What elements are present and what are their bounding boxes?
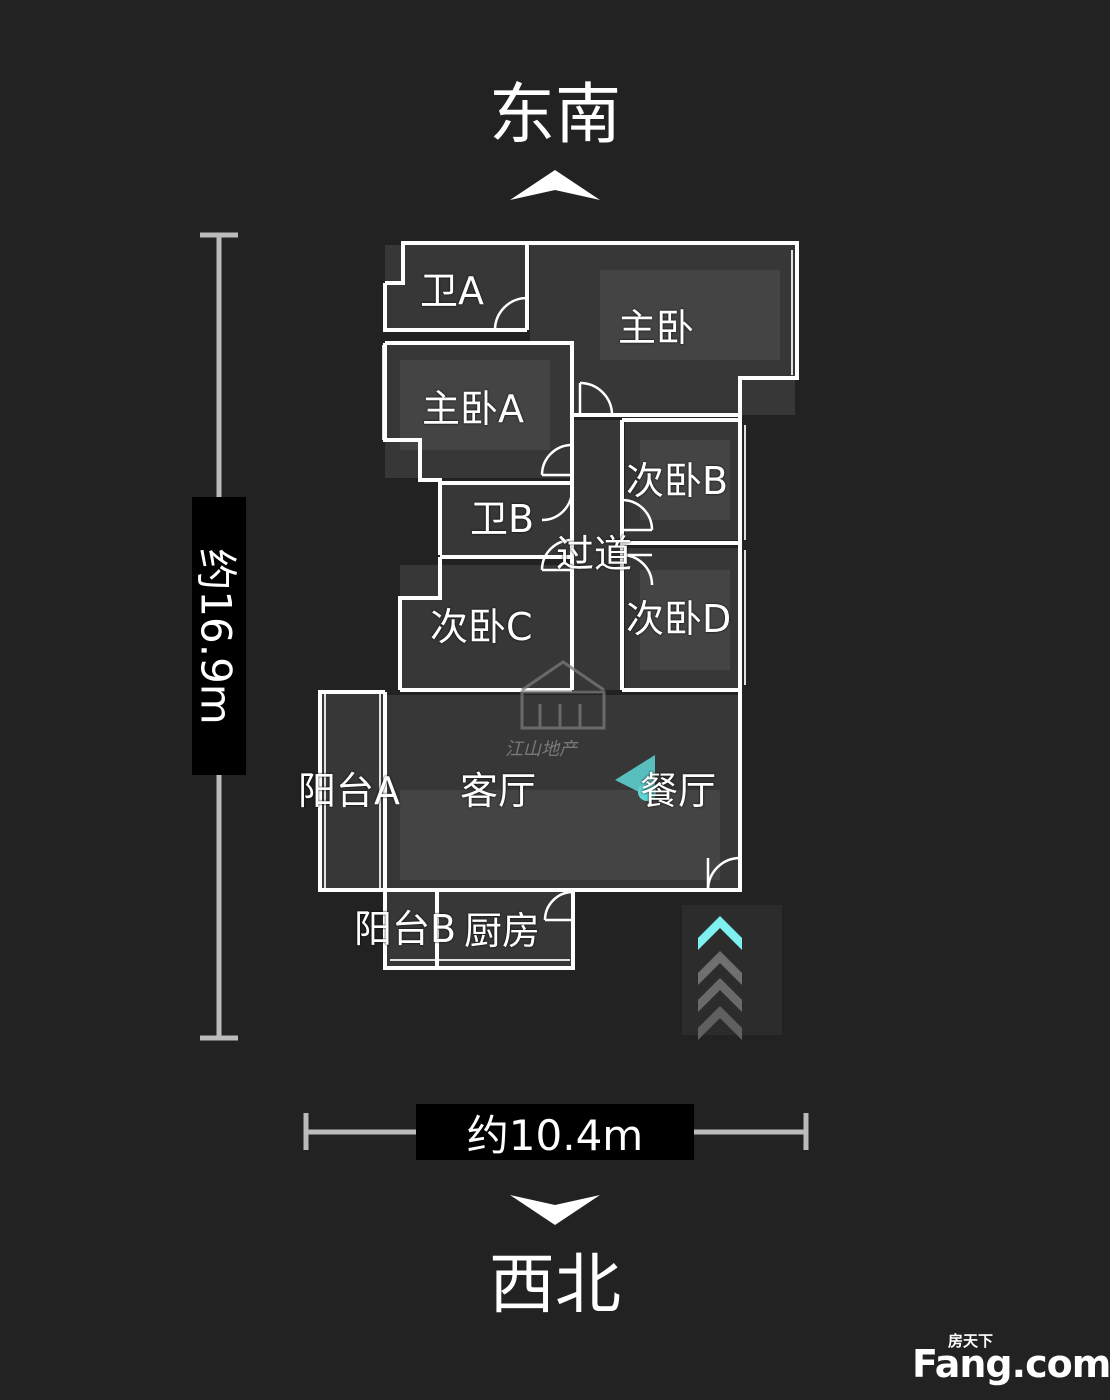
room-shading	[400, 270, 780, 880]
room-label-second-d: 次卧D	[626, 597, 732, 641]
width-dimension-label: 约10.4m	[416, 1104, 694, 1160]
watermark-house-icon	[520, 660, 606, 730]
room-label-balcony-b: 阳台B	[354, 907, 457, 951]
room-label-bath-a: 卫A	[420, 269, 484, 313]
brand-logo: 房天下 Fang.com	[912, 1330, 1110, 1386]
viewpoint-marker-icon	[615, 755, 656, 801]
room-label-corridor: 过道	[556, 532, 633, 576]
compass-top-label: 东南	[489, 76, 621, 153]
room-label-bath-b: 卫B	[470, 497, 535, 541]
walls	[318, 241, 799, 970]
room-label-living: 客厅	[460, 769, 537, 813]
room-label-second-b: 次卧B	[626, 459, 729, 503]
room-label-second-c: 次卧C	[430, 605, 533, 649]
height-dimension-label: 约16.9m	[192, 497, 246, 775]
height-dimension-text: 约16.9m	[191, 547, 241, 725]
door-swings	[493, 296, 741, 922]
room-label-master-a: 主卧A	[422, 387, 524, 431]
room-label-balcony-a: 阳台A	[298, 769, 400, 813]
triple-chevron-up-icon[interactable]	[682, 905, 782, 1040]
room-fills	[318, 245, 795, 967]
compass-bottom-label: 西北	[489, 1246, 621, 1323]
watermark-text: 江山地产	[505, 739, 577, 760]
brand-logo-en: Fang.com	[912, 1342, 1110, 1386]
room-label-master: 主卧	[618, 306, 695, 350]
window-lines	[324, 250, 793, 961]
chevron-down-icon	[510, 1195, 600, 1225]
brand-logo-cn: 房天下	[948, 1332, 994, 1350]
width-dimension-line	[303, 1113, 809, 1150]
room-label-dining: 餐厅	[640, 769, 717, 813]
height-dimension-line	[200, 232, 238, 1041]
chevron-up-icon	[510, 170, 600, 200]
room-label-kitchen: 厨房	[464, 909, 541, 953]
